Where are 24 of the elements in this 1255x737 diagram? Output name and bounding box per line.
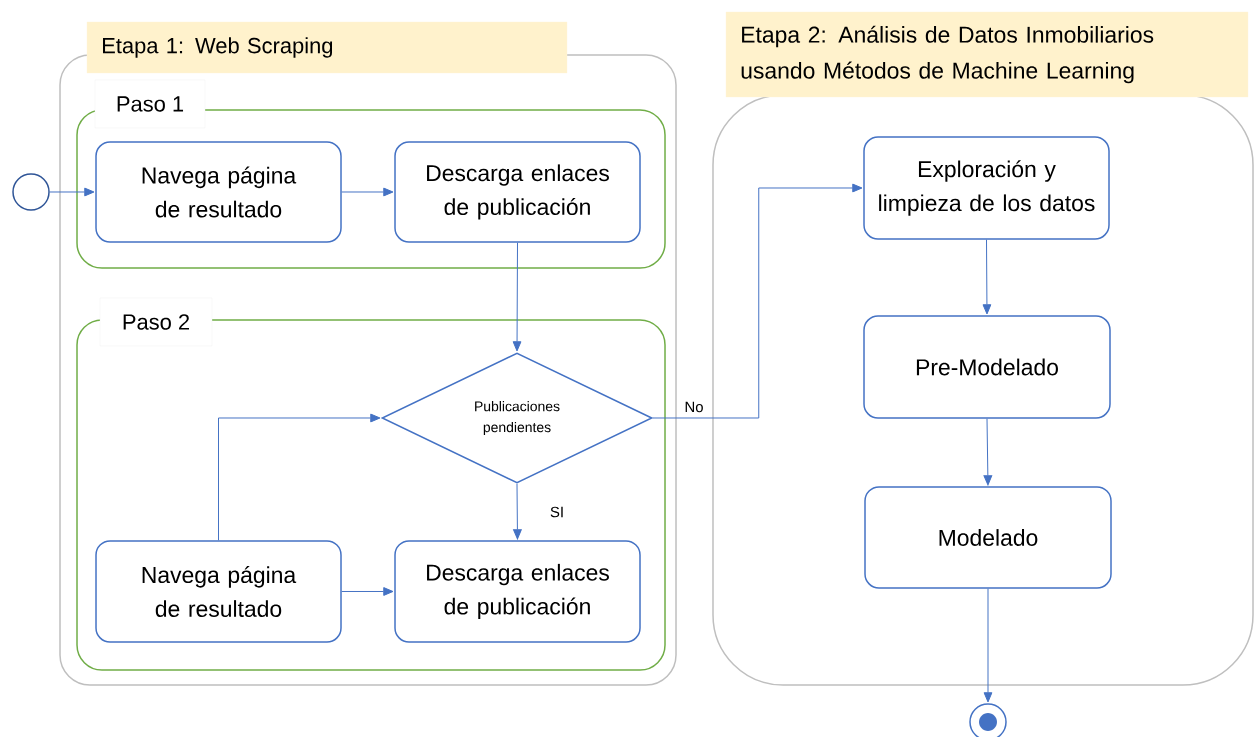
task-box: Modelado	[864, 486, 1112, 589]
task-box: Navega página de resultado	[95, 540, 342, 643]
task-box: Pre-Modelado	[863, 315, 1111, 419]
edge-label: No	[682, 400, 706, 414]
arrow	[983, 588, 993, 703]
task-box: Descarga enlaces de publicación	[394, 141, 641, 243]
task-box: Exploración y limpieza de los datos	[863, 136, 1110, 240]
node-label: Paso 1	[117, 96, 184, 112]
arrow	[341, 187, 394, 197]
end-circle	[969, 703, 1007, 737]
arrow	[341, 587, 394, 596]
edge-label: SI	[548, 505, 566, 519]
arrow	[652, 183, 863, 419]
arrow	[982, 239, 992, 315]
node-label: Etapa 1: Web Scraping	[103, 37, 333, 58]
task-box: Descarga enlaces de publicación	[394, 540, 641, 643]
arrow	[218, 413, 381, 541]
arrow	[512, 242, 522, 352]
arrow	[49, 187, 95, 197]
node-label: Etapa 2: Análisis de Datos Inmobiliarios usando Métodos de Machine Learning	[741, 25, 1154, 84]
arrow	[513, 483, 522, 540]
start-circle	[12, 173, 50, 211]
task-box: Navega página de resultado	[95, 141, 342, 243]
arrow	[983, 418, 993, 486]
